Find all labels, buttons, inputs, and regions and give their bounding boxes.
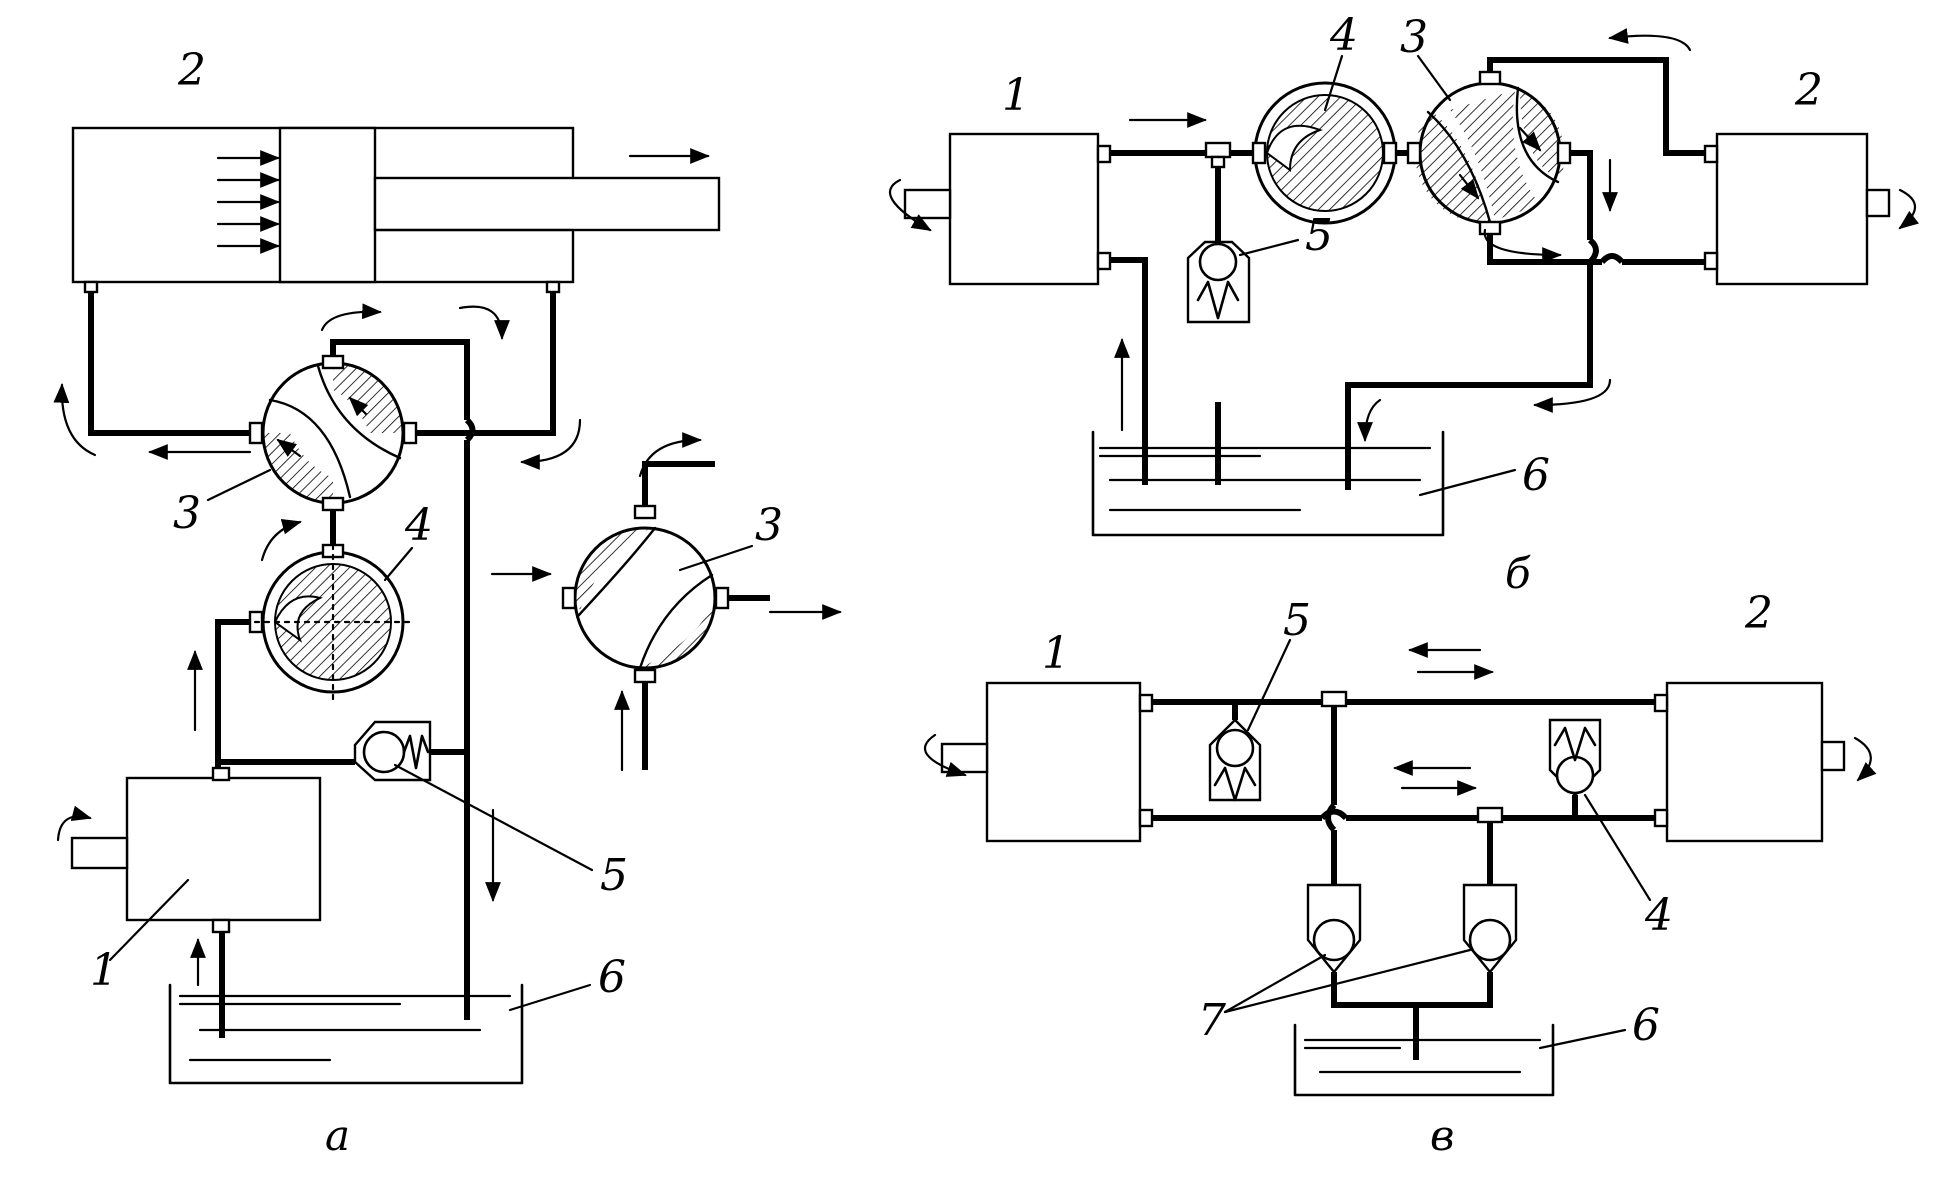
flow-arrows-c (1393, 642, 1494, 796)
label-b-4: 4 (1329, 10, 1358, 61)
check-valve-b (1186, 240, 1251, 324)
tee-b (1204, 141, 1232, 169)
label-a-3-detail: 3 (755, 500, 783, 551)
label-b-1: 1 (1002, 70, 1030, 121)
pressure-arrows (216, 150, 280, 254)
label-a-1: 1 (90, 945, 118, 996)
label-a-6: 6 (598, 952, 626, 1003)
label-a-3: 3 (173, 488, 201, 539)
valve-c-lower (1548, 718, 1602, 818)
pump-a (56, 766, 322, 934)
label-c-2: 2 (1744, 588, 1773, 639)
label-b-6: 6 (1522, 450, 1550, 501)
caption-b: б (1505, 549, 1531, 598)
distributor-detail-a (490, 432, 842, 772)
label-c-6: 6 (1632, 1000, 1660, 1051)
panel-a: 2 3 (53, 45, 842, 1160)
check-valve-c-left (1306, 883, 1362, 974)
valve-c-upper (1208, 702, 1262, 802)
tank-c (1293, 1023, 1555, 1097)
distributor-a (248, 354, 418, 512)
flow-arrows-b (1114, 28, 1692, 442)
label-b-3: 3 (1400, 12, 1428, 63)
tank-a (168, 983, 524, 1085)
motor-b (1703, 132, 1919, 286)
label-a-2: 2 (177, 45, 206, 96)
tank-b (1091, 430, 1445, 537)
flow-arrows-a (53, 303, 582, 987)
label-c-7: 7 (1198, 995, 1226, 1046)
check-valve-c-right (1462, 883, 1518, 974)
label-b-2: 2 (1794, 65, 1823, 116)
pump-c (924, 681, 1154, 843)
label-c-5: 5 (1283, 595, 1311, 646)
label-a-5: 5 (600, 850, 628, 901)
label-b-5: 5 (1305, 210, 1333, 261)
distributor-b (1406, 70, 1572, 236)
motor-c (1653, 681, 1877, 843)
panel-b: 1 4 3 (889, 10, 1919, 598)
caption-c: в (1430, 1111, 1454, 1160)
label-c-1: 1 (1042, 628, 1070, 679)
hydraulic-cylinder (71, 126, 721, 294)
panel-c: 1 2 5 4 (924, 588, 1877, 1160)
caption-a: а (325, 1111, 350, 1160)
throttle-b (1251, 81, 1398, 225)
check-valve-a (353, 720, 432, 782)
throttle-a (248, 543, 412, 702)
label-a-4: 4 (404, 500, 433, 551)
pump-b (889, 132, 1112, 286)
tee-c (1320, 690, 1504, 824)
